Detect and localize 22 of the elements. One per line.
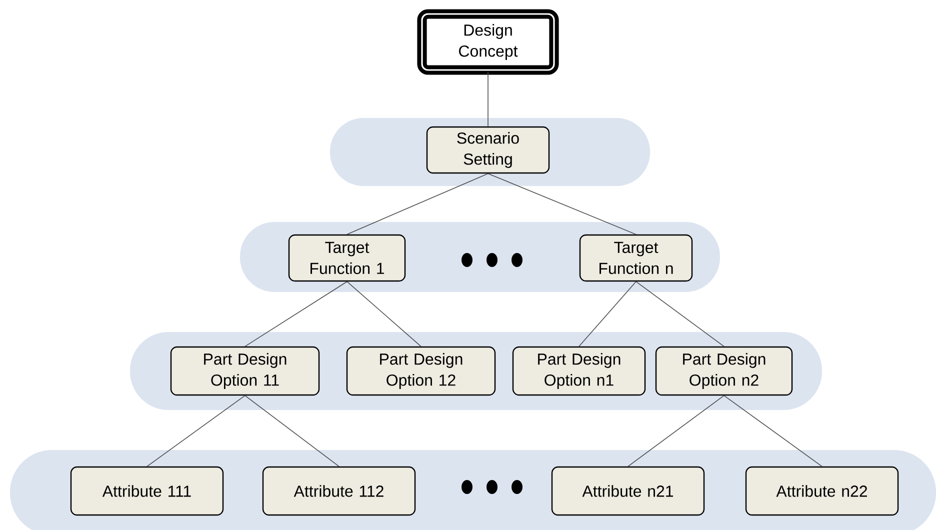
process-box: Target Function n (579, 234, 693, 282)
process-box: Part Design Option n1 (512, 346, 646, 396)
connector-line (724, 395, 822, 467)
connector-line (578, 281, 636, 347)
process-box: Part Design Option n2 (655, 346, 793, 396)
process-box: Attribute 111 (70, 466, 224, 516)
concept-box: Design Concept (417, 9, 559, 75)
process-box: Attribute n22 (745, 466, 899, 516)
connector-line (244, 281, 348, 347)
process-box: Part Design Option 11 (170, 346, 320, 396)
connector-line (146, 395, 246, 467)
connector-line (636, 281, 724, 347)
process-box: Target Function 1 (288, 234, 406, 282)
connector-line (628, 395, 724, 467)
connector-line (244, 395, 340, 467)
connector-line (346, 173, 488, 235)
process-box: Part Design Option 12 (346, 346, 496, 396)
process-box: Attribute 112 (262, 466, 416, 516)
process-box: Scenario Setting (426, 126, 550, 174)
process-box: Attribute n21 (551, 466, 705, 516)
connector-line (346, 281, 422, 347)
connector-line (488, 173, 636, 235)
